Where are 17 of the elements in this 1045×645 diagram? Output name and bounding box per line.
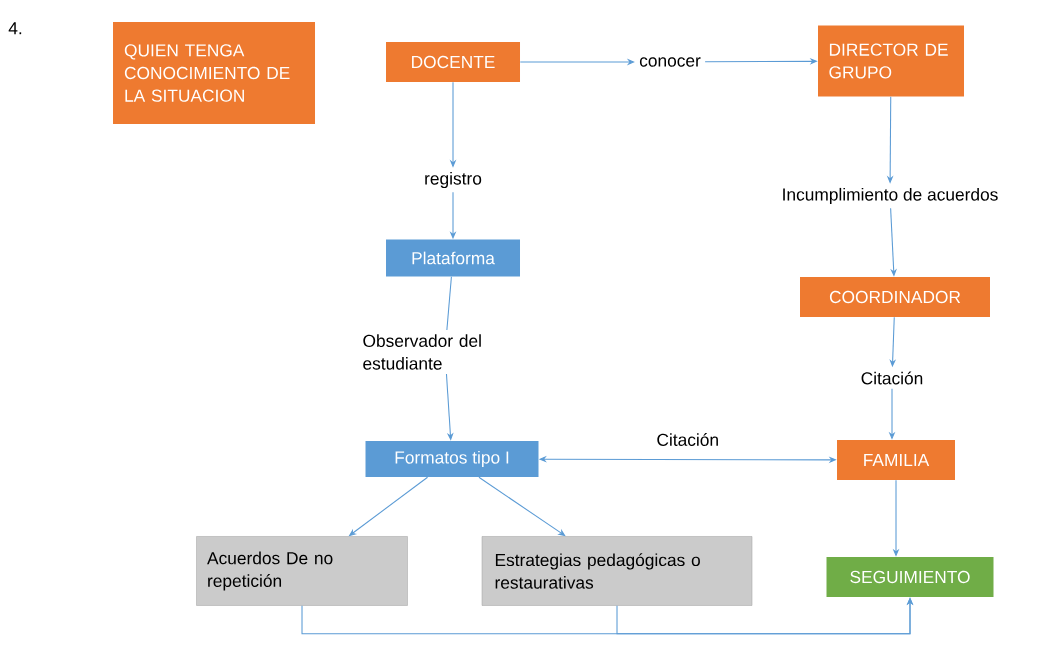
- process-box: Acuerdos De no repetición: [196, 536, 408, 606]
- step-text: registro: [425, 171, 482, 189]
- process-box: DIRECTOR DE GRUPO: [818, 25, 964, 97]
- step-text: Citación: [861, 371, 923, 385]
- process-box: Formatos tipo I: [365, 441, 539, 477]
- step-text: Observador del estudiante: [363, 334, 481, 370]
- process-box: DOCENTE: [386, 42, 520, 82]
- process-box: SEGUIMIENTO: [826, 557, 994, 597]
- step-text: Incumplimiento de acuerdos: [783, 187, 998, 205]
- process-box: Plataforma: [386, 239, 520, 277]
- process-box: QUIEN TENGA CONOCIMIENTO DE LA SITUACION: [113, 22, 315, 124]
- item-number: 4.: [8, 22, 22, 35]
- step-text: conocer: [639, 57, 701, 67]
- process-box: COORDINADOR: [800, 277, 990, 317]
- edge-label: Citación: [655, 431, 721, 448]
- process-box: Estrategias pedagógicas o restaurativas: [481, 536, 753, 606]
- process-box: FAMILIA: [837, 440, 955, 480]
